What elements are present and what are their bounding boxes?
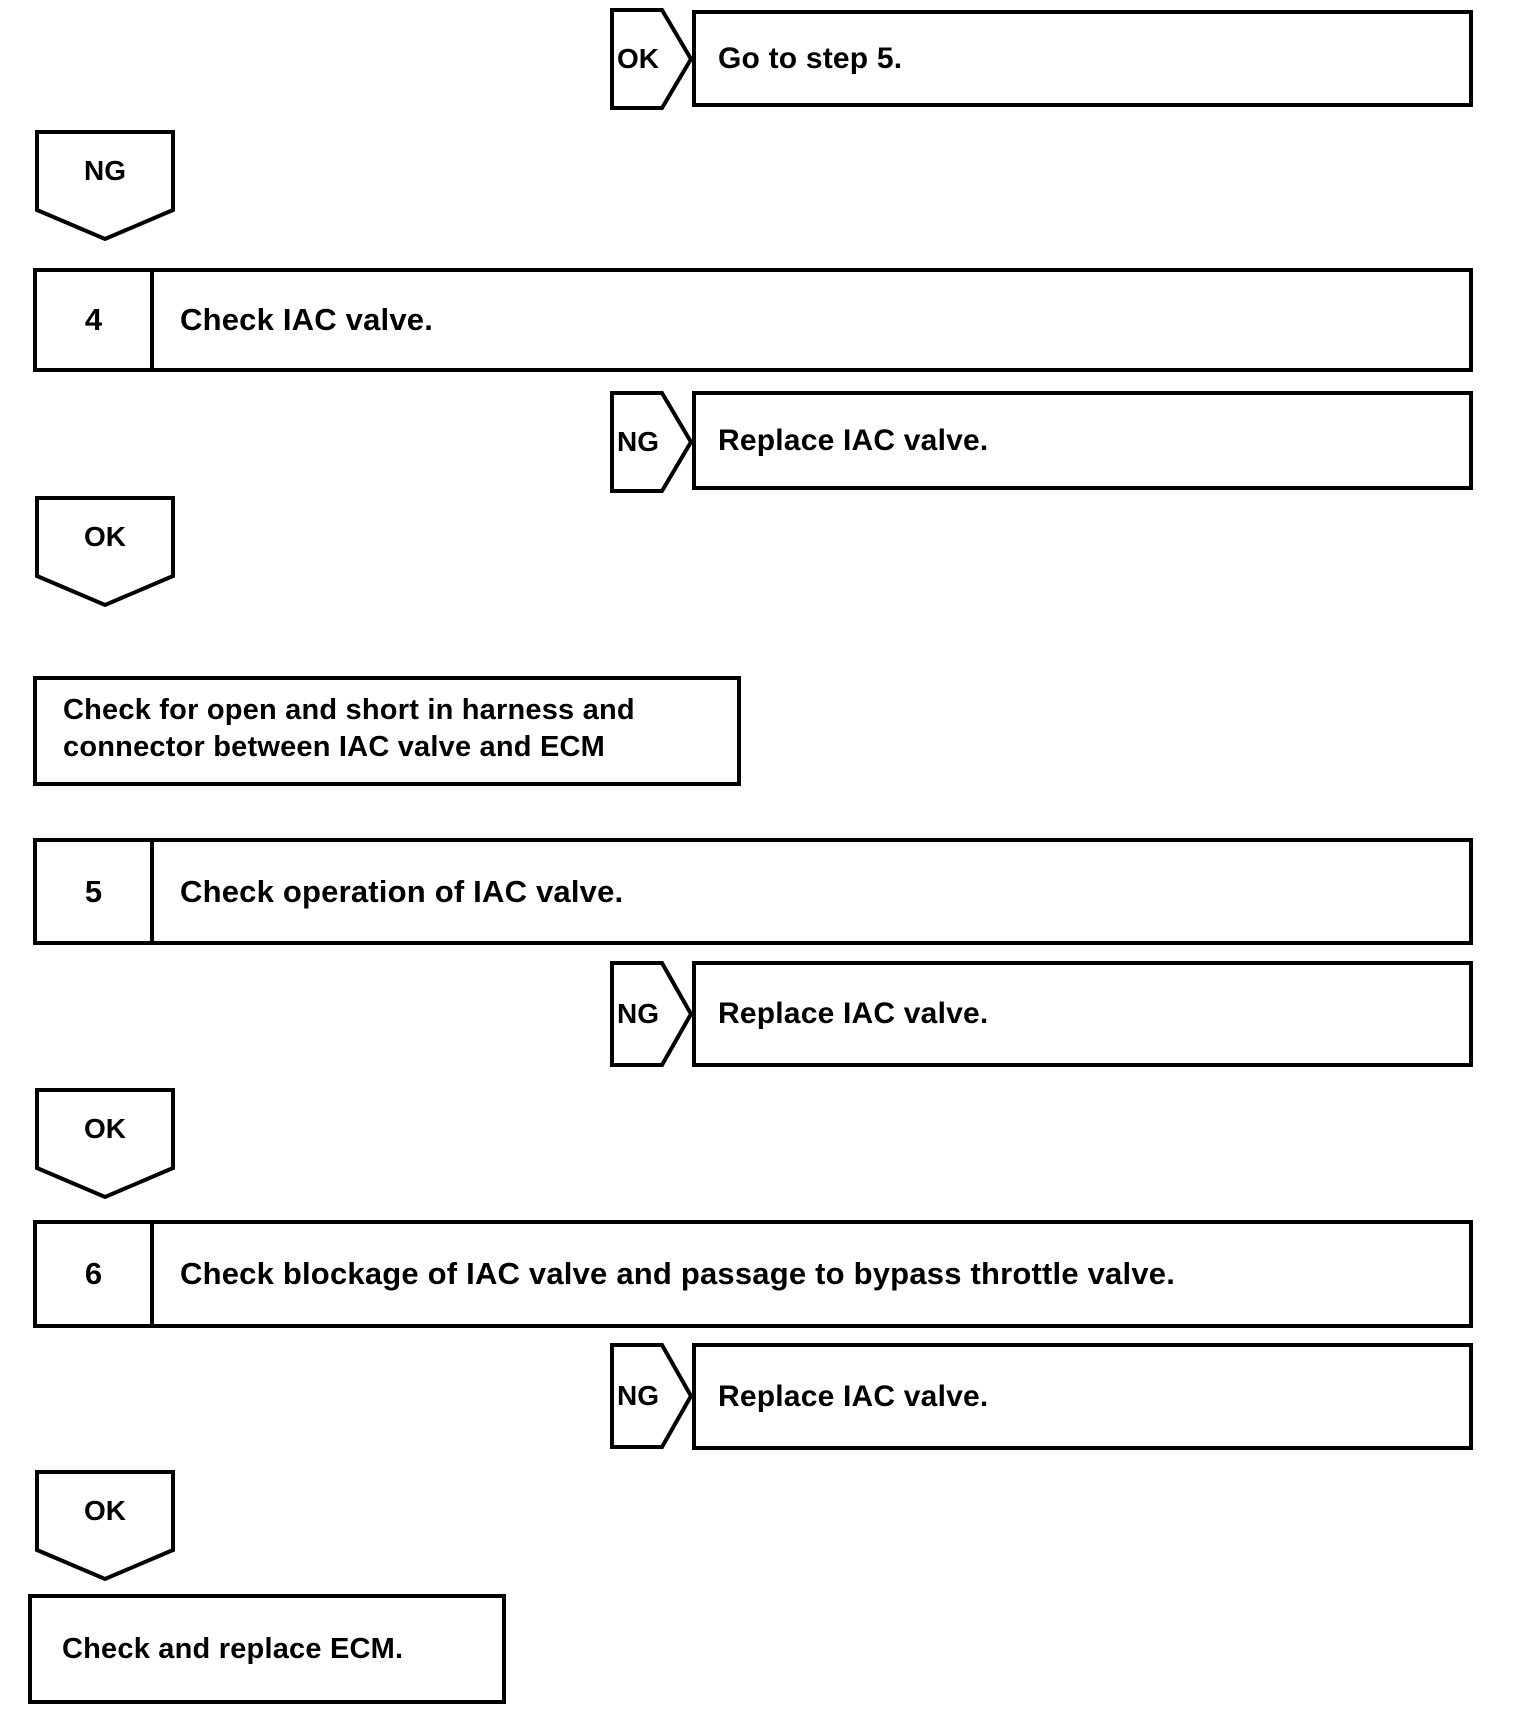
step-box-5: 5 Check operation of IAC valve.: [33, 838, 1473, 945]
step-box-6: 6 Check blockage of IAC valve and passag…: [33, 1220, 1473, 1328]
ok-arrow-down-icon: OK: [35, 1088, 175, 1200]
action-text: Check and replace ECM.: [62, 1632, 404, 1665]
ng-label: NG: [617, 1380, 659, 1411]
step-box-4: 4 Check IAC valve.: [33, 268, 1473, 372]
ok-arrow-down-icon: OK: [35, 496, 175, 608]
action-text-line2: connector between IAC valve and ECM: [63, 731, 606, 763]
result-box-replace-iac-2: Replace IAC valve.: [692, 961, 1473, 1067]
ng-label: NG: [84, 155, 126, 186]
ok-label: OK: [617, 43, 659, 74]
step-title: Check IAC valve.: [180, 302, 434, 337]
pentagon-down-shape: [35, 496, 175, 608]
result-box-replace-iac-3: Replace IAC valve.: [692, 1343, 1473, 1450]
ng-arrow-right-icon: NG: [610, 391, 694, 493]
action-box-harness-check: Check for open and short in harness and …: [33, 676, 741, 786]
result-text: Replace IAC valve.: [718, 423, 989, 457]
arrow-right-shape: [610, 391, 694, 493]
ok-label: OK: [84, 521, 126, 552]
result-box-replace-iac-1: Replace IAC valve.: [692, 391, 1473, 490]
ok-label: OK: [84, 1113, 126, 1144]
pentagon-down-shape: [35, 130, 175, 242]
step-number: 5: [37, 842, 154, 941]
ng-label: NG: [617, 426, 659, 457]
step-number: 4: [37, 272, 154, 368]
result-text: Go to step 5.: [718, 41, 903, 75]
pentagon-down-shape: [35, 1088, 175, 1200]
ok-arrow-down-icon: OK: [35, 1470, 175, 1582]
result-box-goto-step5: Go to step 5.: [692, 10, 1473, 107]
step-number: 6: [37, 1224, 154, 1324]
result-text: Replace IAC valve.: [718, 997, 989, 1030]
ng-arrow-right-icon: NG: [610, 1343, 694, 1449]
arrow-right-shape: [610, 8, 694, 110]
ng-label: NG: [617, 998, 659, 1029]
ok-label: OK: [84, 1495, 126, 1526]
arrow-right-shape: [610, 1343, 694, 1449]
ng-arrow-right-icon: NG: [610, 961, 694, 1067]
ng-arrow-down-icon: NG: [35, 130, 175, 242]
result-text: Replace IAC valve.: [718, 1379, 989, 1413]
ok-arrow-right-icon: OK: [610, 8, 694, 110]
action-box-ecm-check: Check and replace ECM.: [28, 1594, 506, 1704]
step-title: Check blockage of IAC valve and passage …: [180, 1256, 1176, 1291]
action-text-line1: Check for open and short in harness and: [63, 694, 635, 726]
arrow-right-shape: [610, 961, 694, 1067]
step-title: Check operation of IAC valve.: [180, 873, 624, 909]
pentagon-down-shape: [35, 1470, 175, 1582]
